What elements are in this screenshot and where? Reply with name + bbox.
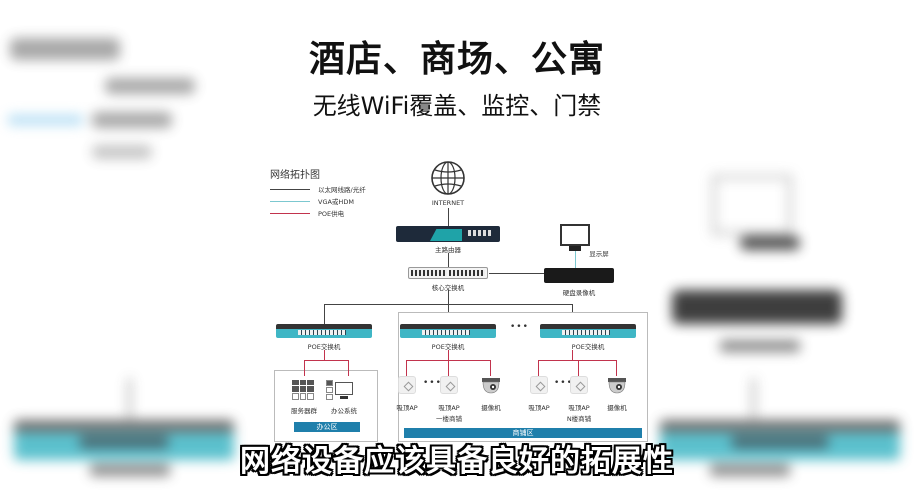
core-switch-label: 核心交换机 bbox=[431, 284, 465, 292]
poe-link bbox=[406, 360, 407, 376]
video-caption: 网络设备应该具备良好的拓展性 bbox=[240, 444, 674, 479]
link-trunk-office bbox=[324, 304, 325, 324]
link-internet-router bbox=[448, 208, 449, 226]
bg-blur-label bbox=[710, 464, 790, 476]
shops-zone-label: 商铺区 bbox=[404, 428, 642, 438]
nvr-icon bbox=[544, 268, 614, 283]
server-cluster-icon bbox=[292, 380, 314, 400]
legend-title: 网络拓扑图 bbox=[270, 170, 320, 181]
bg-blur-switch bbox=[660, 420, 900, 460]
poe-switch-shop1-label: POE交换机 bbox=[431, 343, 465, 351]
poe-link bbox=[538, 360, 616, 361]
poe-link bbox=[304, 360, 305, 376]
legend-label: VGA或HDM bbox=[318, 198, 354, 206]
bg-blur-switch bbox=[14, 420, 234, 460]
bg-blur-label bbox=[90, 464, 170, 476]
office-zone-label: 办公区 bbox=[294, 422, 360, 432]
office-stack-icon bbox=[326, 380, 333, 400]
nvr-label: 硬盘录像机 bbox=[562, 289, 596, 297]
floor-label: N楼商铺 bbox=[566, 415, 592, 423]
ceiling-ap-icon bbox=[530, 376, 548, 394]
monitor-stand bbox=[569, 246, 581, 251]
poe-link bbox=[324, 350, 325, 360]
ap-label: 吸顶AP bbox=[438, 404, 460, 412]
poe-link bbox=[448, 350, 449, 360]
legend-swatch bbox=[270, 200, 310, 202]
ceiling-ap-icon bbox=[440, 376, 458, 394]
ap-ellipsis: ••• bbox=[423, 378, 442, 388]
ap-label: 吸顶AP bbox=[568, 404, 590, 412]
internet-globe-icon bbox=[431, 161, 465, 195]
poe-link bbox=[538, 360, 539, 376]
bg-blur-text bbox=[10, 38, 120, 60]
ap-label: 吸顶AP bbox=[528, 404, 550, 412]
legend-label: POE供电 bbox=[318, 210, 345, 218]
office-pc-base bbox=[340, 396, 348, 399]
link-monitor-nvr bbox=[575, 251, 576, 268]
ceiling-ap-icon bbox=[570, 376, 588, 394]
legend-label: 以太网线路/光纤 bbox=[318, 186, 366, 194]
bg-blur-stand bbox=[740, 236, 800, 250]
poe-link bbox=[572, 350, 573, 360]
legend-vga: VGA或HDM bbox=[270, 196, 354, 206]
legend-swatch bbox=[270, 212, 310, 214]
poe-switch-office-icon bbox=[276, 324, 372, 338]
link-core-trunk bbox=[448, 290, 449, 304]
poe-link bbox=[578, 360, 579, 376]
bg-blur-label bbox=[720, 340, 800, 352]
poe-switch-shopN-icon bbox=[540, 324, 636, 338]
ap-label: 吸顶AP bbox=[396, 404, 418, 412]
ap-ellipsis: ••• bbox=[554, 378, 573, 388]
bg-blur-nvr bbox=[672, 290, 842, 324]
core-switch-icon bbox=[408, 267, 488, 279]
legend-poe: POE供电 bbox=[270, 208, 344, 218]
server-cluster-label: 服务器群 bbox=[291, 407, 317, 415]
bg-blur-line bbox=[8, 115, 83, 125]
office-system-label: 办公系统 bbox=[331, 407, 357, 415]
switch-ellipsis: ••• bbox=[510, 322, 529, 332]
headline-title: 酒店、商场、公寓 bbox=[308, 39, 605, 80]
legend-swatch bbox=[270, 188, 310, 190]
bg-blur-stem bbox=[752, 378, 755, 418]
bg-blur-text bbox=[92, 112, 172, 128]
office-pc-icon bbox=[335, 382, 353, 395]
monitor-label: 显示屏 bbox=[589, 250, 609, 258]
bg-blur-stem bbox=[128, 378, 131, 418]
floor-label: 一楼商铺 bbox=[436, 415, 462, 423]
link-router-core bbox=[448, 253, 449, 267]
poe-link bbox=[304, 360, 348, 361]
headline-subtitle: 无线WiFi覆盖、监控、门禁 bbox=[312, 92, 602, 120]
poe-switch-shopN-label: POE交换机 bbox=[571, 343, 605, 351]
poe-switch-shop1-icon bbox=[400, 324, 496, 338]
poe-link bbox=[616, 360, 617, 376]
bg-blur-monitor bbox=[712, 175, 792, 235]
poe-link bbox=[348, 360, 349, 376]
main-router-label: 主路由器 bbox=[435, 246, 461, 254]
camera-label: 摄像机 bbox=[607, 404, 627, 412]
monitor-icon bbox=[560, 224, 590, 246]
legend-ethernet: 以太网线路/光纤 bbox=[270, 184, 366, 194]
bg-blur-text bbox=[105, 78, 195, 94]
poe-link bbox=[490, 360, 491, 376]
camera-label: 摄像机 bbox=[481, 404, 501, 412]
poe-link bbox=[448, 360, 449, 376]
ceiling-ap-icon bbox=[398, 376, 416, 394]
camera-icon bbox=[482, 378, 500, 394]
poe-switch-office-label: POE交换机 bbox=[307, 343, 341, 351]
main-router-icon bbox=[396, 226, 500, 242]
internet-label: INTERNET bbox=[431, 199, 465, 207]
network-topology-diagram: 网络拓扑图 以太网线路/光纤 VGA或HDM POE供电 INTERNET 主路… bbox=[262, 160, 652, 442]
link-core-nvr bbox=[489, 273, 544, 274]
bg-blur-text bbox=[92, 145, 152, 159]
camera-icon bbox=[608, 378, 626, 394]
